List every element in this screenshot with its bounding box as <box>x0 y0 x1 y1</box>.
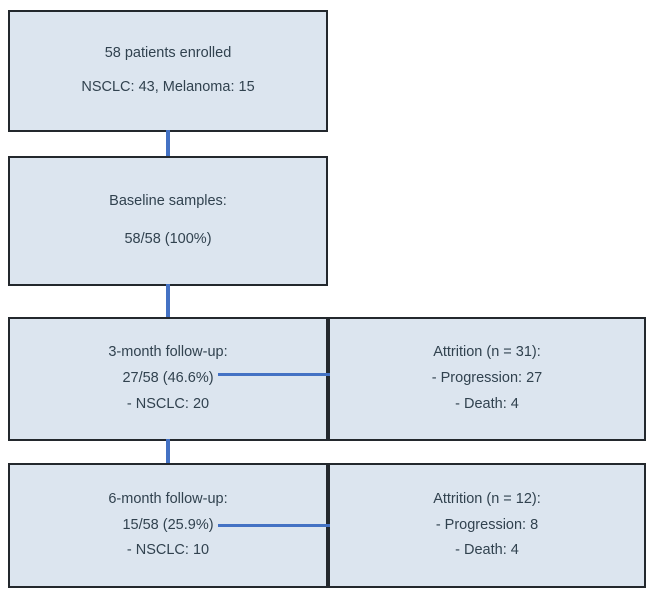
node-3month-line-1: 3-month follow-up: <box>108 344 228 361</box>
node-3month-attrition-line-3: - Death: 4 <box>455 395 519 412</box>
node-enrolled-line-2: NSCLC: 43, Melanoma: 15 <box>81 79 255 95</box>
node-6month-line-1: 6-month follow-up: <box>108 490 228 507</box>
node-6month-attrition: Attrition (n = 12): - Progression: 8 - D… <box>328 463 646 588</box>
node-6month-line-2: 15/58 (25.9%) <box>122 516 214 533</box>
connector-3month-to-6month <box>166 439 170 465</box>
node-3month-attrition-line-1: Attrition (n = 31): <box>433 344 541 361</box>
node-enrolled-line-1: 58 patients enrolled <box>104 45 232 62</box>
node-baseline-samples: Baseline samples: 58/58 (100%) <box>8 156 328 286</box>
node-3month-line-2: 27/58 (46.6%) <box>122 370 214 387</box>
node-6month-line-3: - NSCLC: 10 <box>126 542 210 559</box>
node-6month-attrition-line-1: Attrition (n = 12): <box>433 490 541 507</box>
node-baseline-line-2: 58/58 (100%) <box>124 231 212 247</box>
node-6month-attrition-line-2: - Progression: 8 <box>435 516 539 533</box>
connector-enrolled-to-baseline <box>166 130 170 158</box>
node-6month-attrition-line-3: - Death: 4 <box>455 542 519 559</box>
node-3month-followup: 3-month follow-up: 27/58 (46.6%) - NSCLC… <box>8 317 328 441</box>
connector-baseline-to-3month <box>166 284 170 319</box>
node-baseline-line-1: Baseline samples: <box>109 193 227 210</box>
connector-3month-to-attrition <box>218 373 330 376</box>
node-3month-attrition: Attrition (n = 31): - Progression: 27 - … <box>328 317 646 441</box>
node-3month-attrition-line-2: - Progression: 27 <box>431 370 543 387</box>
node-3month-line-3: - NSCLC: 20 <box>126 395 210 412</box>
connector-6month-to-attrition <box>218 524 330 527</box>
node-patients-enrolled: 58 patients enrolled NSCLC: 43, Melanoma… <box>8 10 328 132</box>
